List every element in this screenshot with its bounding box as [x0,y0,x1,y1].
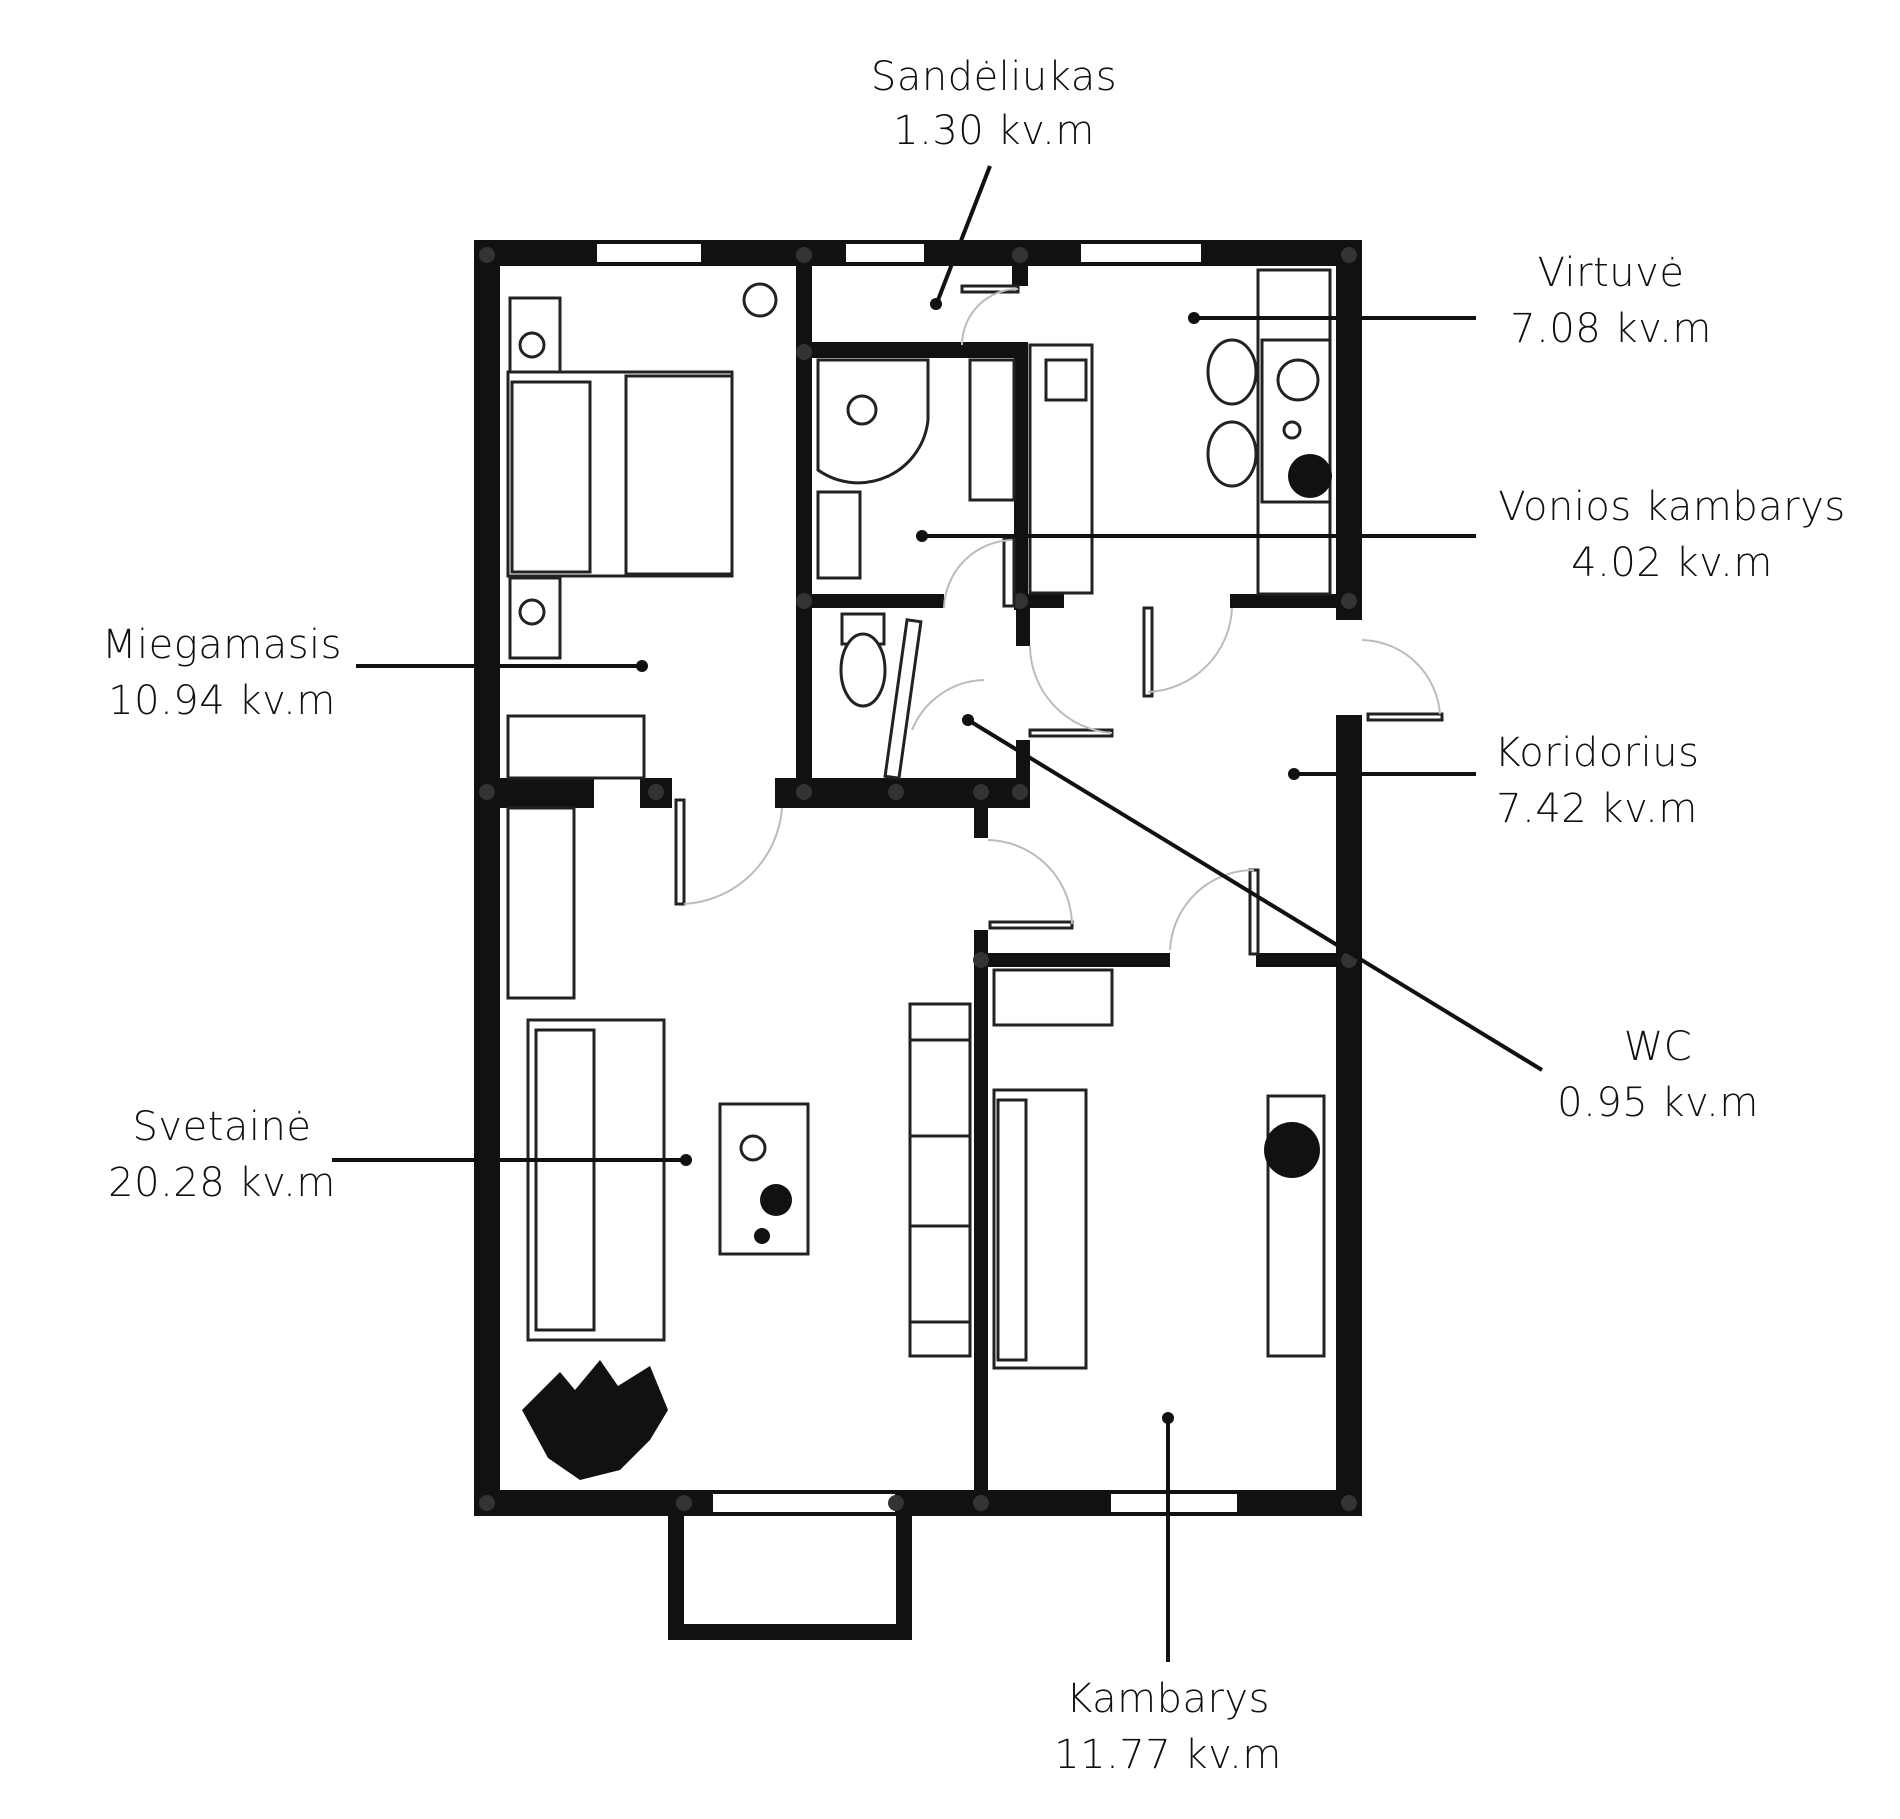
room-furniture [992,1088,1326,1370]
label-miegamasis: Miegamasis 10.94 kv.m [102,622,342,724]
windows [595,242,1239,1514]
room-name: Kambarys [1066,1676,1270,1722]
room-name: Svetainė [133,1104,312,1150]
room-name: Vonios kambarys [1498,484,1846,530]
room-area: 7.42 kv.m [1496,786,1698,832]
room-area: 20.28 kv.m [108,1160,336,1206]
kitchen-furniture [1206,268,1332,596]
room-area: 7.08 kv.m [1510,306,1712,352]
room-area: 11.77 kv.m [1054,1732,1282,1778]
room-name: Koridorius [1495,730,1700,776]
label-sandeliukas: Sandėliukas 1.30 kv.m [871,54,1117,154]
room-name: Sandėliukas [871,54,1117,100]
room-area: 1.30 kv.m [893,108,1095,154]
doors [674,284,1444,956]
balcony [668,1516,912,1640]
room-area: 4.02 kv.m [1571,540,1773,586]
room-name: Miegamasis [102,622,342,668]
room-area: 10.94 kv.m [108,678,336,724]
leaders [332,165,1544,1662]
bedroom-furniture [506,282,778,780]
label-kambarys: Kambarys 11.77 kv.m [1054,1676,1282,1778]
bathroom-furniture [816,343,1094,595]
wall-posts [479,247,1357,1511]
room-name: Virtuvė [1538,250,1685,296]
interior-walls [474,266,1362,1516]
label-koridorius: Koridorius 7.42 kv.m [1495,730,1700,832]
label-virtuve: Virtuvė 7.08 kv.m [1510,250,1712,352]
label-wc: WC 0.95 kv.m [1557,1024,1759,1126]
living-furniture [506,806,972,1480]
room-area: 0.95 kv.m [1557,1080,1759,1126]
label-vonios: Vonios kambarys 4.02 kv.m [1498,484,1846,586]
room-name: WC [1624,1024,1692,1070]
label-svetaine: Svetainė 20.28 kv.m [108,1104,336,1206]
wc-furniture [839,612,887,708]
